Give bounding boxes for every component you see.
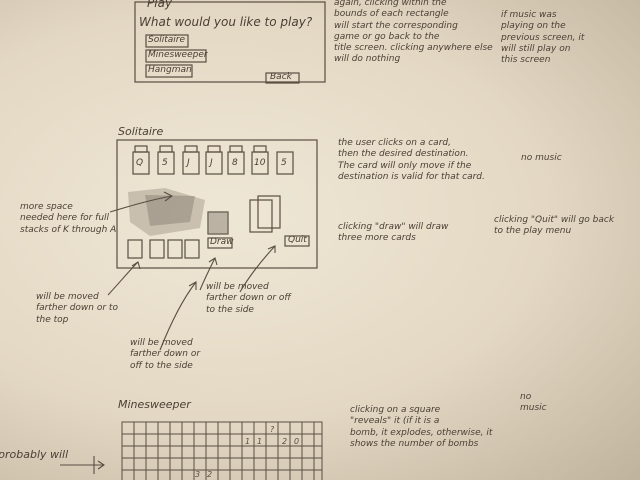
- space-note: more space needed here for full stacks o…: [20, 202, 117, 235]
- solitaire-option-box: [145, 34, 189, 48]
- minesweeper-music-note: no music: [520, 392, 547, 414]
- svg-text:2: 2: [282, 437, 287, 446]
- play-note: again, clicking within the bounds of eac…: [334, 0, 493, 65]
- hangman-option[interactable]: Hangman: [148, 65, 192, 75]
- play-screen-frame: [134, 1, 326, 83]
- quit-note: clicking "Quit" will go back to the play…: [494, 215, 615, 237]
- card-3-label[interactable]: J: [187, 158, 190, 168]
- minesweeper-title: Minesweeper: [118, 398, 191, 411]
- annotation-2: will be moved farther down or off to the…: [130, 338, 201, 371]
- solitaire-note: the user clicks on a card, then the desi…: [338, 138, 485, 182]
- svg-text:1: 1: [257, 437, 262, 446]
- play-music-note: if music was playing on the previous scr…: [501, 10, 585, 65]
- minesweeper-grid: [121, 421, 323, 480]
- svg-text:2: 2: [207, 470, 212, 479]
- left-margin-note: probably will: [0, 448, 69, 461]
- play-title: Play: [147, 0, 173, 10]
- card-4-label[interactable]: J: [210, 158, 213, 168]
- svg-text:1: 1: [245, 437, 250, 446]
- annotation-3: will be moved farther down or off to the…: [206, 282, 291, 315]
- card-7-label[interactable]: 5: [281, 158, 287, 168]
- svg-text:0: 0: [294, 437, 299, 446]
- minesweeper-option-box: [145, 49, 207, 63]
- solitaire-screen-frame: [116, 139, 318, 269]
- card-5-label[interactable]: 8: [232, 158, 238, 168]
- back-button[interactable]: Back: [270, 72, 292, 82]
- svg-text:?: ?: [270, 425, 275, 434]
- back-box: [265, 72, 300, 84]
- card-2-label[interactable]: 5: [162, 158, 168, 168]
- quit-button[interactable]: Quit: [288, 235, 307, 245]
- solitaire-music-note: no music: [521, 153, 562, 163]
- minesweeper-note: clicking on a square "reveals" it (if it…: [350, 405, 493, 449]
- annotation-1: will be moved farther down or to the top: [36, 292, 118, 325]
- card-1-label[interactable]: Q: [136, 158, 144, 168]
- minesweeper-option[interactable]: Minesweeper: [148, 50, 208, 60]
- solitaire-title: Solitaire: [118, 125, 164, 138]
- svg-text:3: 3: [195, 470, 200, 479]
- card-6-label[interactable]: 10: [254, 158, 266, 168]
- draw-button[interactable]: Draw: [210, 237, 234, 247]
- solitaire-option[interactable]: Solitaire: [148, 35, 186, 45]
- hangman-option-box: [145, 64, 193, 78]
- play-prompt: What would you like to play?: [139, 15, 313, 29]
- draw-note: clicking "draw" will draw three more car…: [338, 222, 449, 244]
